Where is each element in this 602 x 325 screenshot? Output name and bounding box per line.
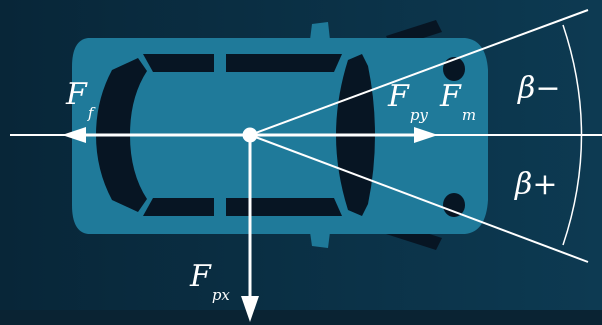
label-fpx-main: F xyxy=(190,259,211,294)
center-point xyxy=(242,127,258,143)
label-beta-plus: β+ xyxy=(515,167,558,202)
label-beta-minus: β− xyxy=(518,71,561,106)
ray-lower xyxy=(249,134,589,263)
force-lines xyxy=(10,9,602,300)
label-fpy-main: F xyxy=(388,79,409,114)
fpy-arrowhead xyxy=(414,127,438,143)
front-window-bottom xyxy=(143,198,214,216)
angle-arc xyxy=(562,24,583,246)
label-fpx: Fpx xyxy=(190,259,230,303)
label-fpx-sub: px xyxy=(211,286,230,304)
ff-arrowhead xyxy=(62,127,86,143)
front-window-top xyxy=(143,54,214,72)
ray-upper xyxy=(249,9,589,136)
tail-light-top xyxy=(443,57,465,81)
label-ff: Ff xyxy=(66,77,93,121)
fpx-arrowhead xyxy=(241,296,259,322)
rear-window-bottom xyxy=(226,198,342,216)
label-fpy: Fpy xyxy=(388,79,428,123)
side-mirror-top xyxy=(310,22,330,40)
label-ff-sub: f xyxy=(87,104,94,122)
label-fm-sub: m xyxy=(461,106,477,124)
label-ff-main: F xyxy=(66,77,87,112)
tail-light-bottom xyxy=(443,193,465,217)
label-fpy-sub: py xyxy=(409,106,428,124)
label-fm-main: F xyxy=(440,79,461,114)
rear-window-top xyxy=(226,54,342,72)
label-fm: Fm xyxy=(440,79,476,123)
side-mirror-bottom xyxy=(310,232,330,248)
bottom-band xyxy=(0,310,602,325)
